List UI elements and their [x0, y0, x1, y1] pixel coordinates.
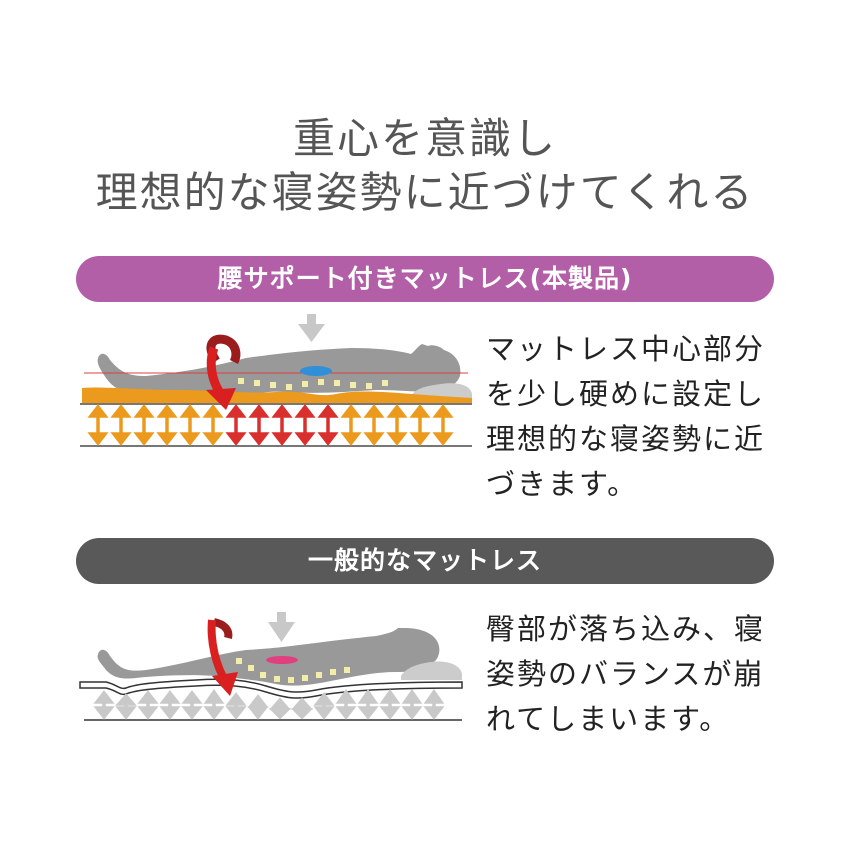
body-on-supportive-mattress-illustration — [80, 314, 472, 447]
description-line: づきます。 — [486, 467, 639, 501]
pillow — [401, 661, 462, 680]
headline-line-2: 理想的な寝姿勢に近づけてくれる — [95, 168, 755, 217]
body-silhouette — [97, 344, 461, 396]
body-sinking-in-mattress-illustration — [79, 612, 463, 721]
regular-mattress-description: 臀部が落ち込み、寝 姿勢のバランスが崩 れてしまいます。 — [486, 607, 765, 742]
band-label: 腰サポート付きマットレス(本製品) — [217, 264, 633, 293]
band-label: 一般的なマットレス — [307, 546, 542, 575]
lumbar-highlight — [300, 366, 332, 376]
supportive-mattress-description: マットレス中心部分 を少し硬めに設定し 理想的な寝姿勢に近 づきます。 — [486, 327, 765, 507]
lumbar-highlight — [266, 656, 298, 664]
mattress-top-layer — [79, 678, 463, 699]
spring-arrows — [93, 688, 445, 720]
down-arrow-icon — [298, 314, 325, 342]
section-band-supportive-mattress: 腰サポート付きマットレス(本製品) — [76, 256, 774, 302]
description-line: 臀部が落ち込み、寝 — [486, 612, 766, 646]
section-band-regular-mattress: 一般的なマットレス — [76, 538, 774, 584]
headline-line-1: 重心を意識し — [292, 114, 557, 163]
spine-dots — [238, 378, 388, 390]
red-curved-arrow-icon — [207, 618, 238, 696]
description-line: れてしまいます。 — [486, 702, 731, 736]
description-line: 姿勢のバランスが崩 — [486, 657, 765, 691]
spine-dots — [236, 658, 350, 683]
mattress-top-layer — [82, 387, 472, 404]
body-silhouette — [97, 628, 440, 686]
spring-arrows — [87, 404, 454, 446]
description-line: を少し硬めに設定し — [486, 377, 766, 411]
red-curved-arrow-icon — [206, 334, 241, 410]
description-line: マットレス中心部分 — [486, 332, 766, 366]
description-line: 理想的な寝姿勢に近 — [486, 422, 766, 456]
down-arrow-icon — [268, 612, 295, 642]
